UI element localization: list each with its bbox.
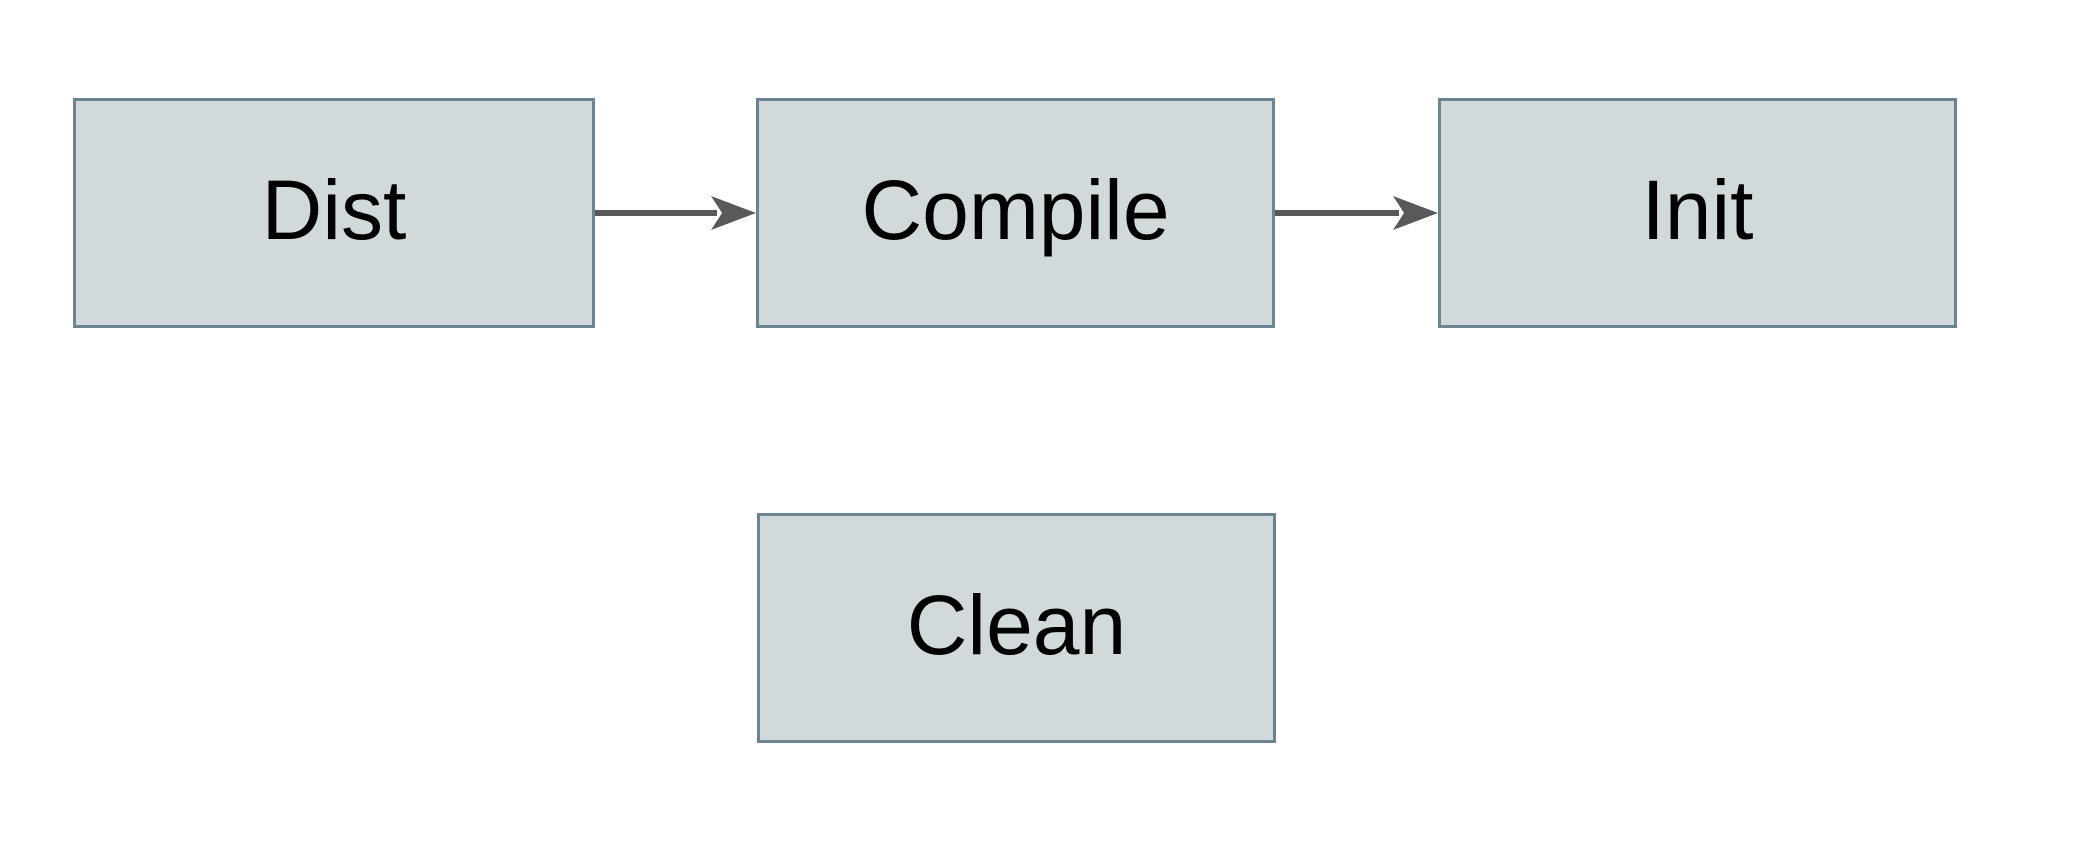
node-clean: Clean xyxy=(757,513,1276,743)
node-clean-label: Clean xyxy=(906,578,1127,672)
arrow-dist-to-compile-icon xyxy=(595,196,756,230)
node-dist-label: Dist xyxy=(261,163,407,257)
node-dist: Dist xyxy=(73,98,595,328)
node-compile: Compile xyxy=(756,98,1275,328)
arrow-compile-to-init-icon xyxy=(1275,196,1438,230)
node-compile-label: Compile xyxy=(861,163,1170,257)
node-init-label: Init xyxy=(1641,163,1754,257)
node-init: Init xyxy=(1438,98,1957,328)
